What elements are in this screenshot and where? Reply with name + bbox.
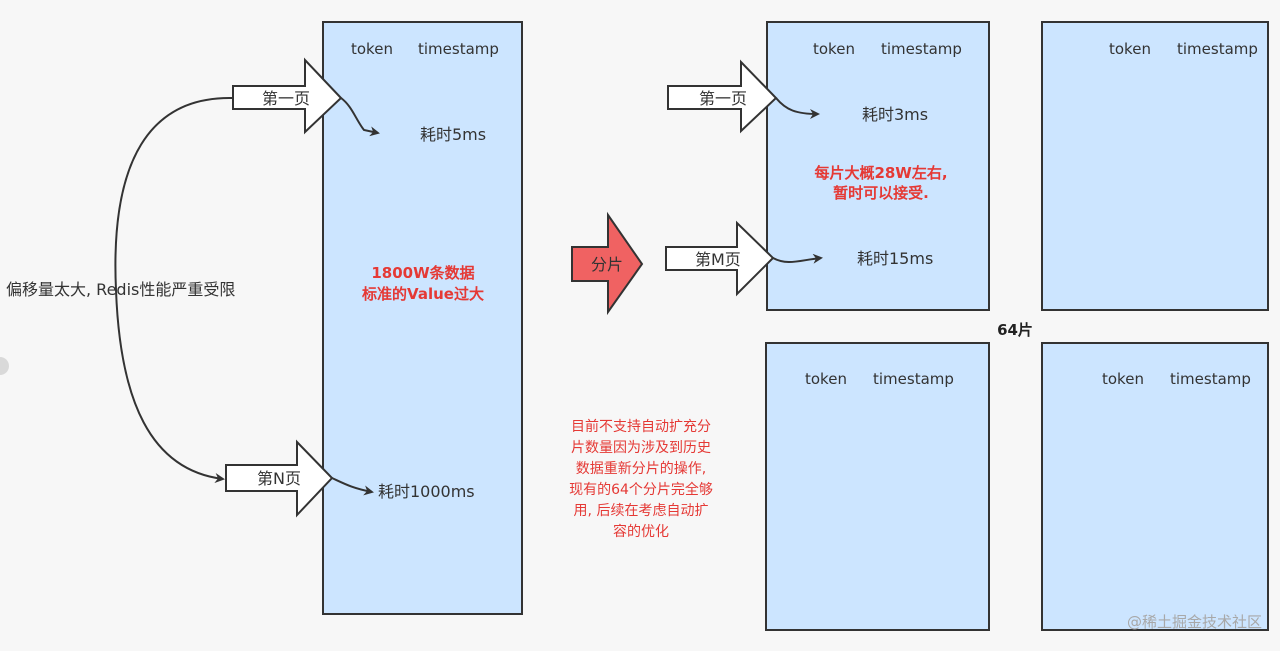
table-header-token: token bbox=[351, 40, 393, 58]
shard-page-first-pointer bbox=[775, 97, 820, 119]
watermark: @稀土掘金技术社区 bbox=[1127, 613, 1262, 631]
time-n-page: 耗时1000ms bbox=[378, 482, 475, 501]
center-note-line2: 标准的Value过大 bbox=[361, 285, 484, 303]
shard-arrow bbox=[571, 211, 644, 316]
page-first-pointer bbox=[340, 97, 380, 137]
shard-table-2 bbox=[1041, 21, 1269, 311]
middle-note-line2: 片数量因为涉及到历史 bbox=[571, 440, 711, 456]
shard-table-1 bbox=[766, 21, 990, 311]
shard4-header-timestamp: timestamp bbox=[1170, 370, 1251, 388]
shard-note-line2: 暂时可以接受. bbox=[833, 184, 929, 202]
shard2-header-timestamp: timestamp bbox=[1177, 40, 1258, 58]
page-first-arrow bbox=[232, 57, 343, 135]
time-first-page: 耗时5ms bbox=[420, 125, 486, 144]
edge-circle bbox=[0, 357, 9, 375]
middle-note-line4: 现有的64个分片完全够 bbox=[569, 481, 713, 498]
offset-note: 偏移量太大, Redis性能严重受限 bbox=[6, 280, 235, 299]
middle-note-line1: 目前不支持自动扩充分 bbox=[571, 418, 711, 435]
middle-note-line5: 用, 后续在考虑自动扩 bbox=[574, 502, 709, 519]
page-n-arrow bbox=[225, 439, 334, 518]
shard4-header-token: token bbox=[1102, 370, 1144, 388]
shard2-header-token: token bbox=[1109, 40, 1151, 58]
page-loop-curve bbox=[114, 96, 234, 483]
shard1-header-timestamp: timestamp bbox=[881, 40, 962, 58]
page-n-pointer bbox=[331, 477, 374, 496]
table-header-timestamp: timestamp bbox=[418, 40, 499, 58]
shard-table-4 bbox=[1041, 342, 1269, 631]
shard-page-m-label: 第M页 bbox=[695, 250, 741, 269]
shard1-header-token: token bbox=[813, 40, 855, 58]
center-note-line1: 1800W条数据 bbox=[371, 264, 474, 282]
time-m-page-shard: 耗时15ms bbox=[857, 249, 933, 268]
shard-page-m-pointer bbox=[772, 253, 823, 264]
shard-arrow-label: 分片 bbox=[591, 255, 623, 274]
shard-page-m-arrow bbox=[665, 220, 775, 297]
middle-note-line6: 容的优化 bbox=[613, 523, 669, 540]
full-data-table bbox=[322, 21, 523, 615]
page-n-label: 第N页 bbox=[257, 469, 301, 488]
shard-note-line1: 每片大概28W左右, bbox=[814, 164, 947, 182]
time-first-page-shard: 耗时3ms bbox=[862, 105, 928, 124]
shard3-header-token: token bbox=[805, 370, 847, 388]
page-first-label: 第一页 bbox=[262, 89, 310, 108]
middle-note-line3: 数据重新分片的操作, bbox=[576, 461, 706, 477]
shard-page-first-label: 第一页 bbox=[699, 89, 747, 108]
shard3-header-timestamp: timestamp bbox=[873, 370, 954, 388]
shard-page-first-arrow bbox=[667, 59, 778, 134]
shard-table-3 bbox=[765, 342, 990, 631]
shard-count-label: 64片 bbox=[997, 321, 1033, 339]
